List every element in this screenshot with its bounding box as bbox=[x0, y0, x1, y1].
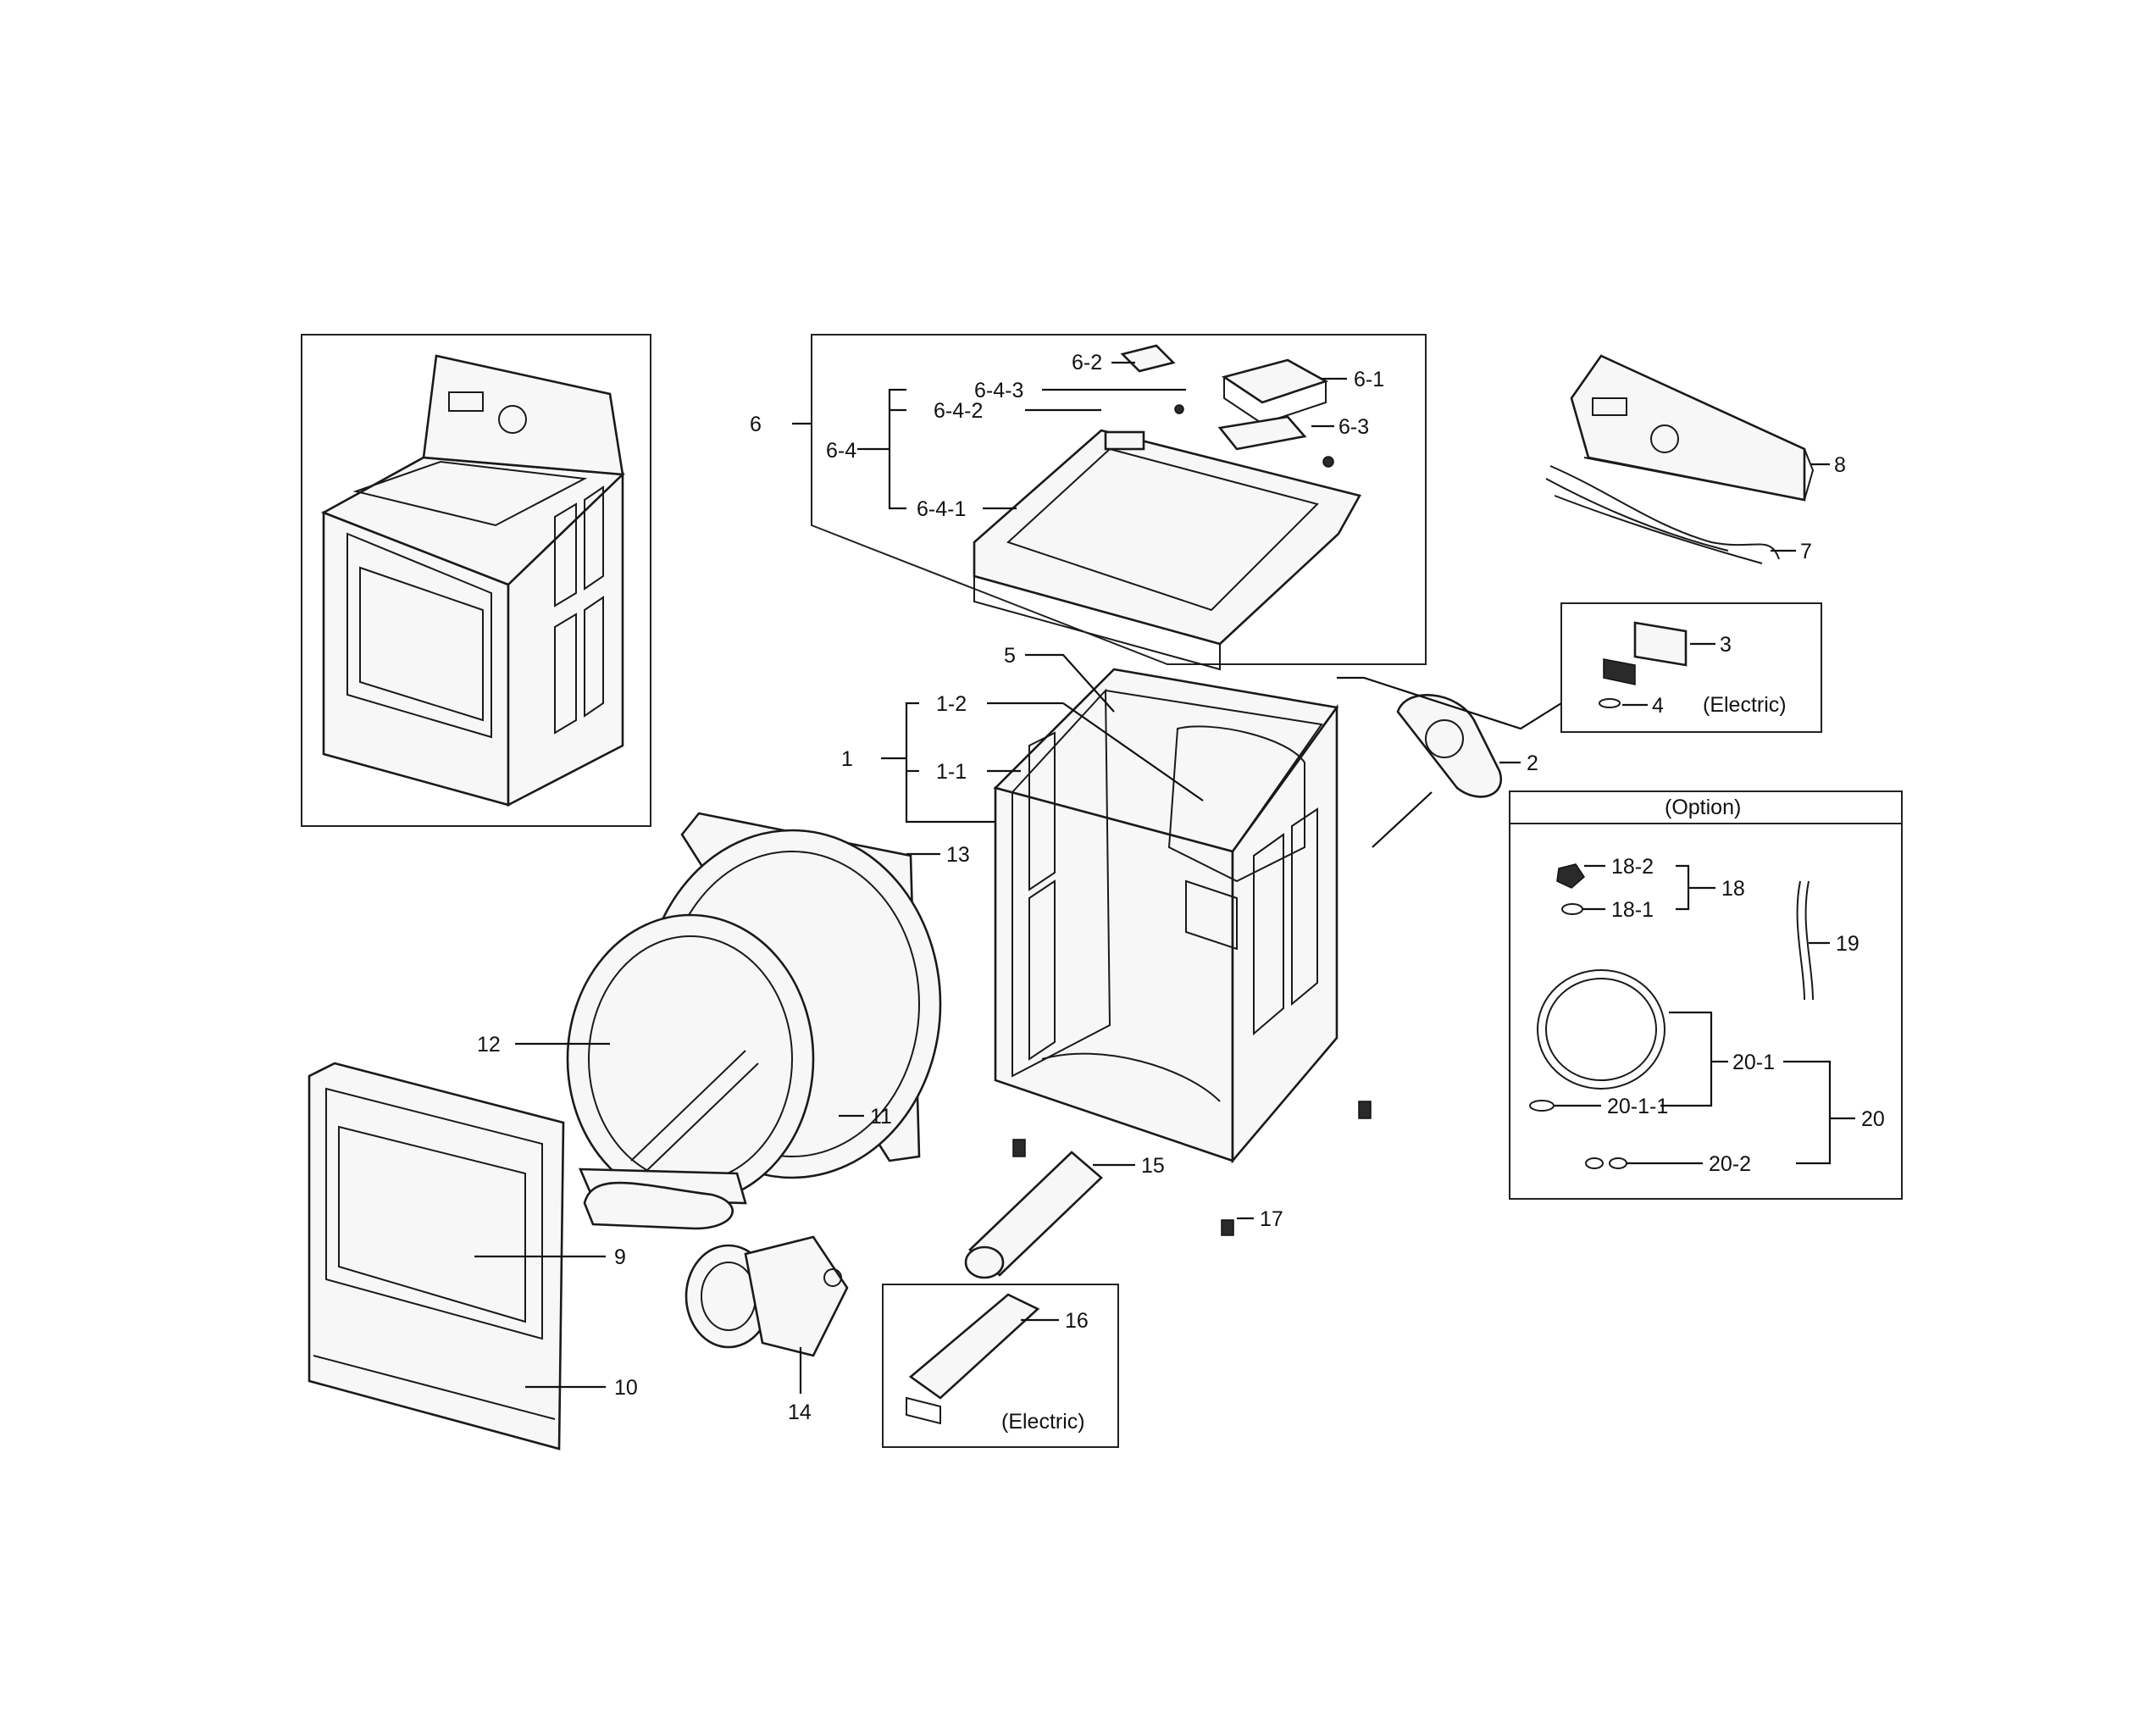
label-19: 19 bbox=[1836, 932, 1859, 956]
cabinet-part bbox=[993, 668, 1372, 1236]
label-6-4-2: 6-4-2 bbox=[934, 399, 983, 423]
label-6-1: 6-1 bbox=[1354, 368, 1384, 391]
label-15: 15 bbox=[1141, 1154, 1165, 1178]
label-16: 16 bbox=[1065, 1309, 1089, 1333]
option-box bbox=[1509, 790, 1903, 1200]
label-6-4-3: 6-4-3 bbox=[974, 379, 1023, 402]
control-panel-part bbox=[1545, 354, 1815, 564]
exhaust-duct-part bbox=[964, 1151, 1103, 1279]
label-1-2: 1-2 bbox=[936, 692, 967, 716]
label-6-2: 6-2 bbox=[1072, 351, 1102, 374]
label-6: 6 bbox=[750, 413, 762, 436]
label-20-2: 20-2 bbox=[1709, 1152, 1751, 1176]
label-13: 13 bbox=[946, 843, 970, 867]
note-electric-heater: (Electric) bbox=[1001, 1410, 1085, 1434]
leader-lines bbox=[474, 361, 1855, 1394]
front-panel-part bbox=[308, 1062, 565, 1450]
label-2: 2 bbox=[1527, 752, 1538, 775]
label-1-1: 1-1 bbox=[936, 760, 967, 784]
label-3: 3 bbox=[1720, 633, 1732, 657]
label-8: 8 bbox=[1834, 453, 1846, 477]
rear-cover-part bbox=[1396, 694, 1502, 798]
part-labels: 6 6-2 6-1 6-3 6-4-3 6-4-2 6-4 6-4-1 8 7 … bbox=[477, 351, 1885, 1434]
label-20: 20 bbox=[1861, 1107, 1885, 1131]
label-4: 4 bbox=[1652, 694, 1664, 718]
label-20-1-1: 20-1-1 bbox=[1607, 1095, 1668, 1118]
label-18-2: 18-2 bbox=[1611, 855, 1654, 879]
label-12: 12 bbox=[477, 1033, 501, 1057]
label-20-1: 20-1 bbox=[1732, 1051, 1775, 1074]
label-18: 18 bbox=[1721, 877, 1745, 901]
label-11: 11 bbox=[870, 1105, 892, 1129]
label-18-1: 18-1 bbox=[1611, 898, 1654, 922]
label-14: 14 bbox=[788, 1401, 812, 1424]
assembled-dryer-box bbox=[301, 334, 651, 827]
label-6-3: 6-3 bbox=[1338, 415, 1369, 439]
label-6-4-1: 6-4-1 bbox=[917, 497, 966, 521]
blower-part bbox=[684, 1235, 849, 1357]
note-option: (Option) bbox=[1665, 796, 1741, 819]
label-17: 17 bbox=[1260, 1207, 1283, 1231]
note-electric-sensor: (Electric) bbox=[1703, 693, 1787, 717]
label-7: 7 bbox=[1800, 540, 1812, 563]
drum-part bbox=[566, 812, 942, 1230]
label-5: 5 bbox=[1004, 644, 1016, 668]
heater-electric-box bbox=[882, 1284, 1119, 1448]
label-10: 10 bbox=[614, 1376, 638, 1400]
sensor-electric-box bbox=[1560, 602, 1822, 733]
label-1: 1 bbox=[841, 747, 853, 771]
label-6-4: 6-4 bbox=[826, 439, 856, 463]
label-9: 9 bbox=[614, 1245, 626, 1269]
top-cover-group-box bbox=[811, 334, 1427, 671]
